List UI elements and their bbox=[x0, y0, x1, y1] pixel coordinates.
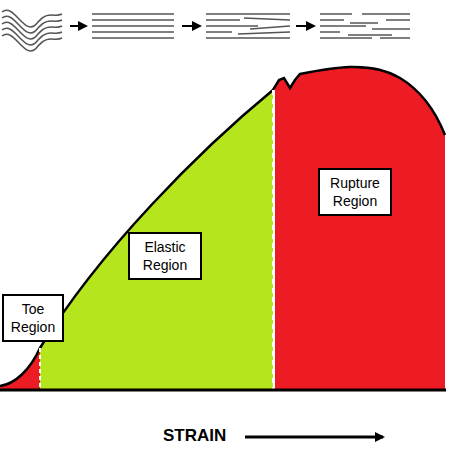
region-label-box: Elastic Region bbox=[128, 232, 202, 280]
divider-line bbox=[272, 90, 274, 390]
rupture-fill bbox=[275, 67, 445, 390]
region-name: Toe Region bbox=[9, 300, 57, 336]
divider-line bbox=[39, 348, 41, 390]
region-name: Rupture Region bbox=[325, 174, 385, 210]
region-label-box: Toe Region bbox=[2, 294, 64, 342]
fibre-icons bbox=[2, 10, 410, 51]
strain-axis bbox=[0, 389, 446, 392]
stress-strain-curve bbox=[0, 67, 445, 386]
region-label-box: Rupture Region bbox=[318, 168, 392, 216]
elastic-fill bbox=[40, 90, 273, 390]
axis-label: STRAIN bbox=[163, 426, 226, 446]
region-name: Elastic Region bbox=[135, 238, 195, 274]
sequence-arrows bbox=[70, 25, 314, 27]
axis-arrow bbox=[245, 436, 383, 439]
